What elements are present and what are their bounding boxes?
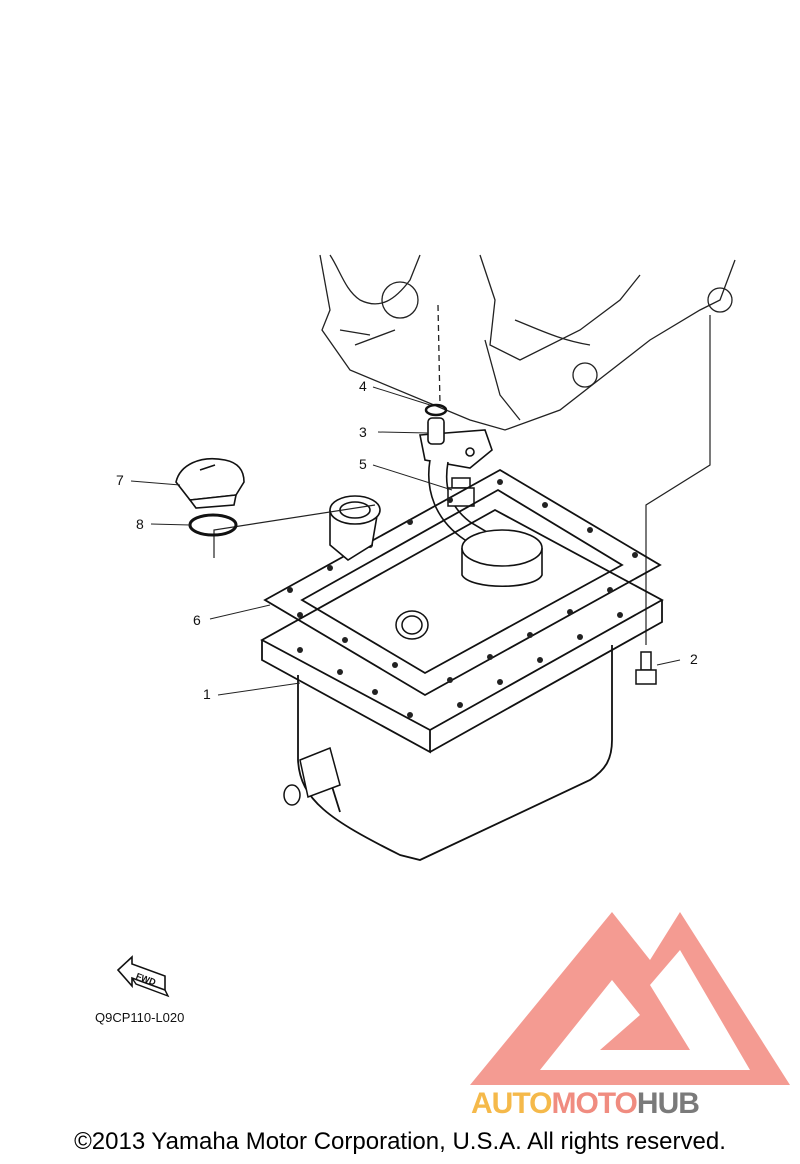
oil-pan-gasket bbox=[263, 468, 662, 697]
callout-leaders bbox=[130, 386, 681, 696]
bolt bbox=[635, 651, 657, 685]
o-ring-small bbox=[424, 403, 448, 417]
callout-3: 3 bbox=[359, 424, 367, 440]
fwd-arrow-icon: FWD bbox=[116, 955, 170, 998]
wordmark-auto: AUTO bbox=[471, 1087, 552, 1120]
fitting-nut bbox=[447, 477, 475, 507]
logo-triangle bbox=[470, 912, 790, 1085]
oil-pan bbox=[260, 508, 664, 861]
wordmark-hub: HUB bbox=[637, 1087, 699, 1120]
cap-leader-line bbox=[213, 504, 376, 558]
filler-cap bbox=[175, 458, 245, 509]
automotohub-logo bbox=[470, 912, 790, 1085]
callout-2: 2 bbox=[690, 651, 698, 667]
diagram-code: Q9CP110-L020 bbox=[95, 1010, 184, 1025]
callout-4: 4 bbox=[359, 378, 367, 394]
o-ring-large bbox=[188, 513, 238, 537]
callout-1: 1 bbox=[203, 686, 211, 702]
wordmark-moto: MOTO bbox=[551, 1087, 637, 1120]
side-port bbox=[395, 610, 429, 640]
gasket-holes bbox=[287, 479, 638, 683]
callout-5: 5 bbox=[359, 456, 367, 472]
callout-7: 7 bbox=[116, 472, 124, 488]
automotohub-wordmark: AUTOMOTOHUB bbox=[471, 1087, 699, 1120]
filler-neck bbox=[329, 495, 381, 561]
oil-pan-drain-boss bbox=[283, 746, 341, 806]
callout-6: 6 bbox=[193, 612, 201, 628]
oil-pan-holes bbox=[297, 612, 623, 718]
callout-8: 8 bbox=[136, 516, 144, 532]
strainer-cup bbox=[461, 529, 543, 588]
copyright-notice: ©2013 Yamaha Motor Corporation, U.S.A. A… bbox=[74, 1128, 726, 1155]
engine-block-outline bbox=[319, 254, 736, 431]
bolt-leader-line bbox=[645, 315, 711, 645]
